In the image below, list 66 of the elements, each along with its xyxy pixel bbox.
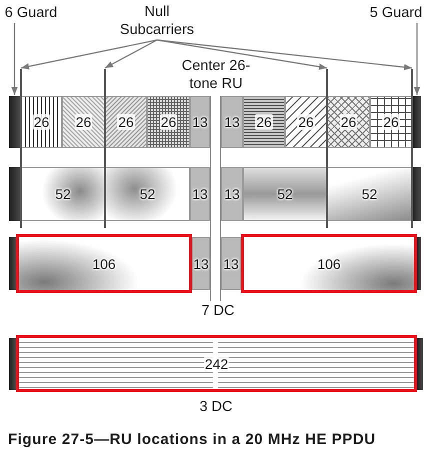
resource-unit-block <box>21 167 105 221</box>
null-subcarrier-line <box>20 69 22 228</box>
guard-band <box>9 96 20 148</box>
guard-label: 5 Guard <box>367 4 425 22</box>
guard-band <box>9 167 21 221</box>
resource-unit-block <box>16 234 192 293</box>
null-subcarriers-label: Null Subcarriers <box>115 3 199 39</box>
arrow <box>156 39 412 70</box>
resource-unit-block <box>105 96 147 148</box>
ru-size-label: 52 <box>277 186 293 202</box>
ru-size-label: 26 <box>382 114 400 130</box>
ru-size-label: 242 <box>204 356 230 372</box>
arrow <box>156 39 328 70</box>
resource-unit-block <box>21 96 62 148</box>
ru-size-label: 26 <box>74 114 92 130</box>
ru-size-label: 13 <box>192 186 208 202</box>
ru-size-label: 106 <box>92 256 116 272</box>
resource-unit-block <box>221 167 243 221</box>
guard-band <box>9 237 16 290</box>
ru-size-label: 52 <box>55 186 71 202</box>
ru-size-label: 26 <box>340 114 358 130</box>
ru-size-label: 26 <box>117 114 135 130</box>
null-subcarrier-line <box>326 69 328 228</box>
resource-unit-block <box>62 96 105 148</box>
ru-size-label: 26 <box>255 114 273 130</box>
guard-band <box>9 338 16 390</box>
resource-unit-block <box>327 96 370 148</box>
arrow <box>20 39 158 70</box>
resource-unit-block <box>190 167 210 221</box>
resource-unit-block <box>327 167 412 221</box>
ru-size-label: 13 <box>193 256 209 272</box>
ru-size-label: 52 <box>140 186 156 202</box>
resource-unit-block <box>243 96 285 148</box>
resource-unit-block <box>221 96 243 148</box>
resource-unit-block <box>105 167 190 221</box>
resource-unit-block <box>285 96 327 148</box>
null-subcarrier-line <box>104 69 106 228</box>
ru-size-label: 26 <box>160 114 178 130</box>
resource-unit-block <box>370 96 412 148</box>
arrow <box>11 23 18 95</box>
guard-label: 6 Guard <box>2 4 60 22</box>
resource-unit-block <box>221 237 241 290</box>
resource-unit-block <box>16 335 417 392</box>
ru-size-label: 52 <box>362 186 378 202</box>
arrow <box>104 39 158 69</box>
annotation-label: Center 26-tone RU <box>180 57 252 93</box>
ru-size-label: 26 <box>297 114 315 130</box>
resource-unit-block <box>190 96 210 148</box>
null-subcarrier-line <box>411 69 413 228</box>
dc-label: 3 DC <box>198 398 234 416</box>
guard-band <box>417 237 421 290</box>
arrow <box>414 23 420 95</box>
ru-size-label: 13 <box>224 186 240 202</box>
resource-unit-block <box>192 237 210 290</box>
figure-caption: Figure 27-5—RU locations in a 20 MHz HE PPDU <box>8 431 376 449</box>
resource-unit-block <box>147 96 190 148</box>
guard-band <box>417 338 423 390</box>
dc-label: 7 DC <box>200 302 236 320</box>
ru-size-label: 13 <box>223 256 239 272</box>
ru-size-label: 13 <box>192 114 208 130</box>
ru-size-label: 106 <box>317 256 341 272</box>
ru-size-label: 26 <box>32 114 50 130</box>
ru-size-label: 13 <box>224 114 240 130</box>
resource-unit-block <box>243 167 327 221</box>
resource-unit-block <box>241 234 417 293</box>
guard-band <box>413 96 421 148</box>
